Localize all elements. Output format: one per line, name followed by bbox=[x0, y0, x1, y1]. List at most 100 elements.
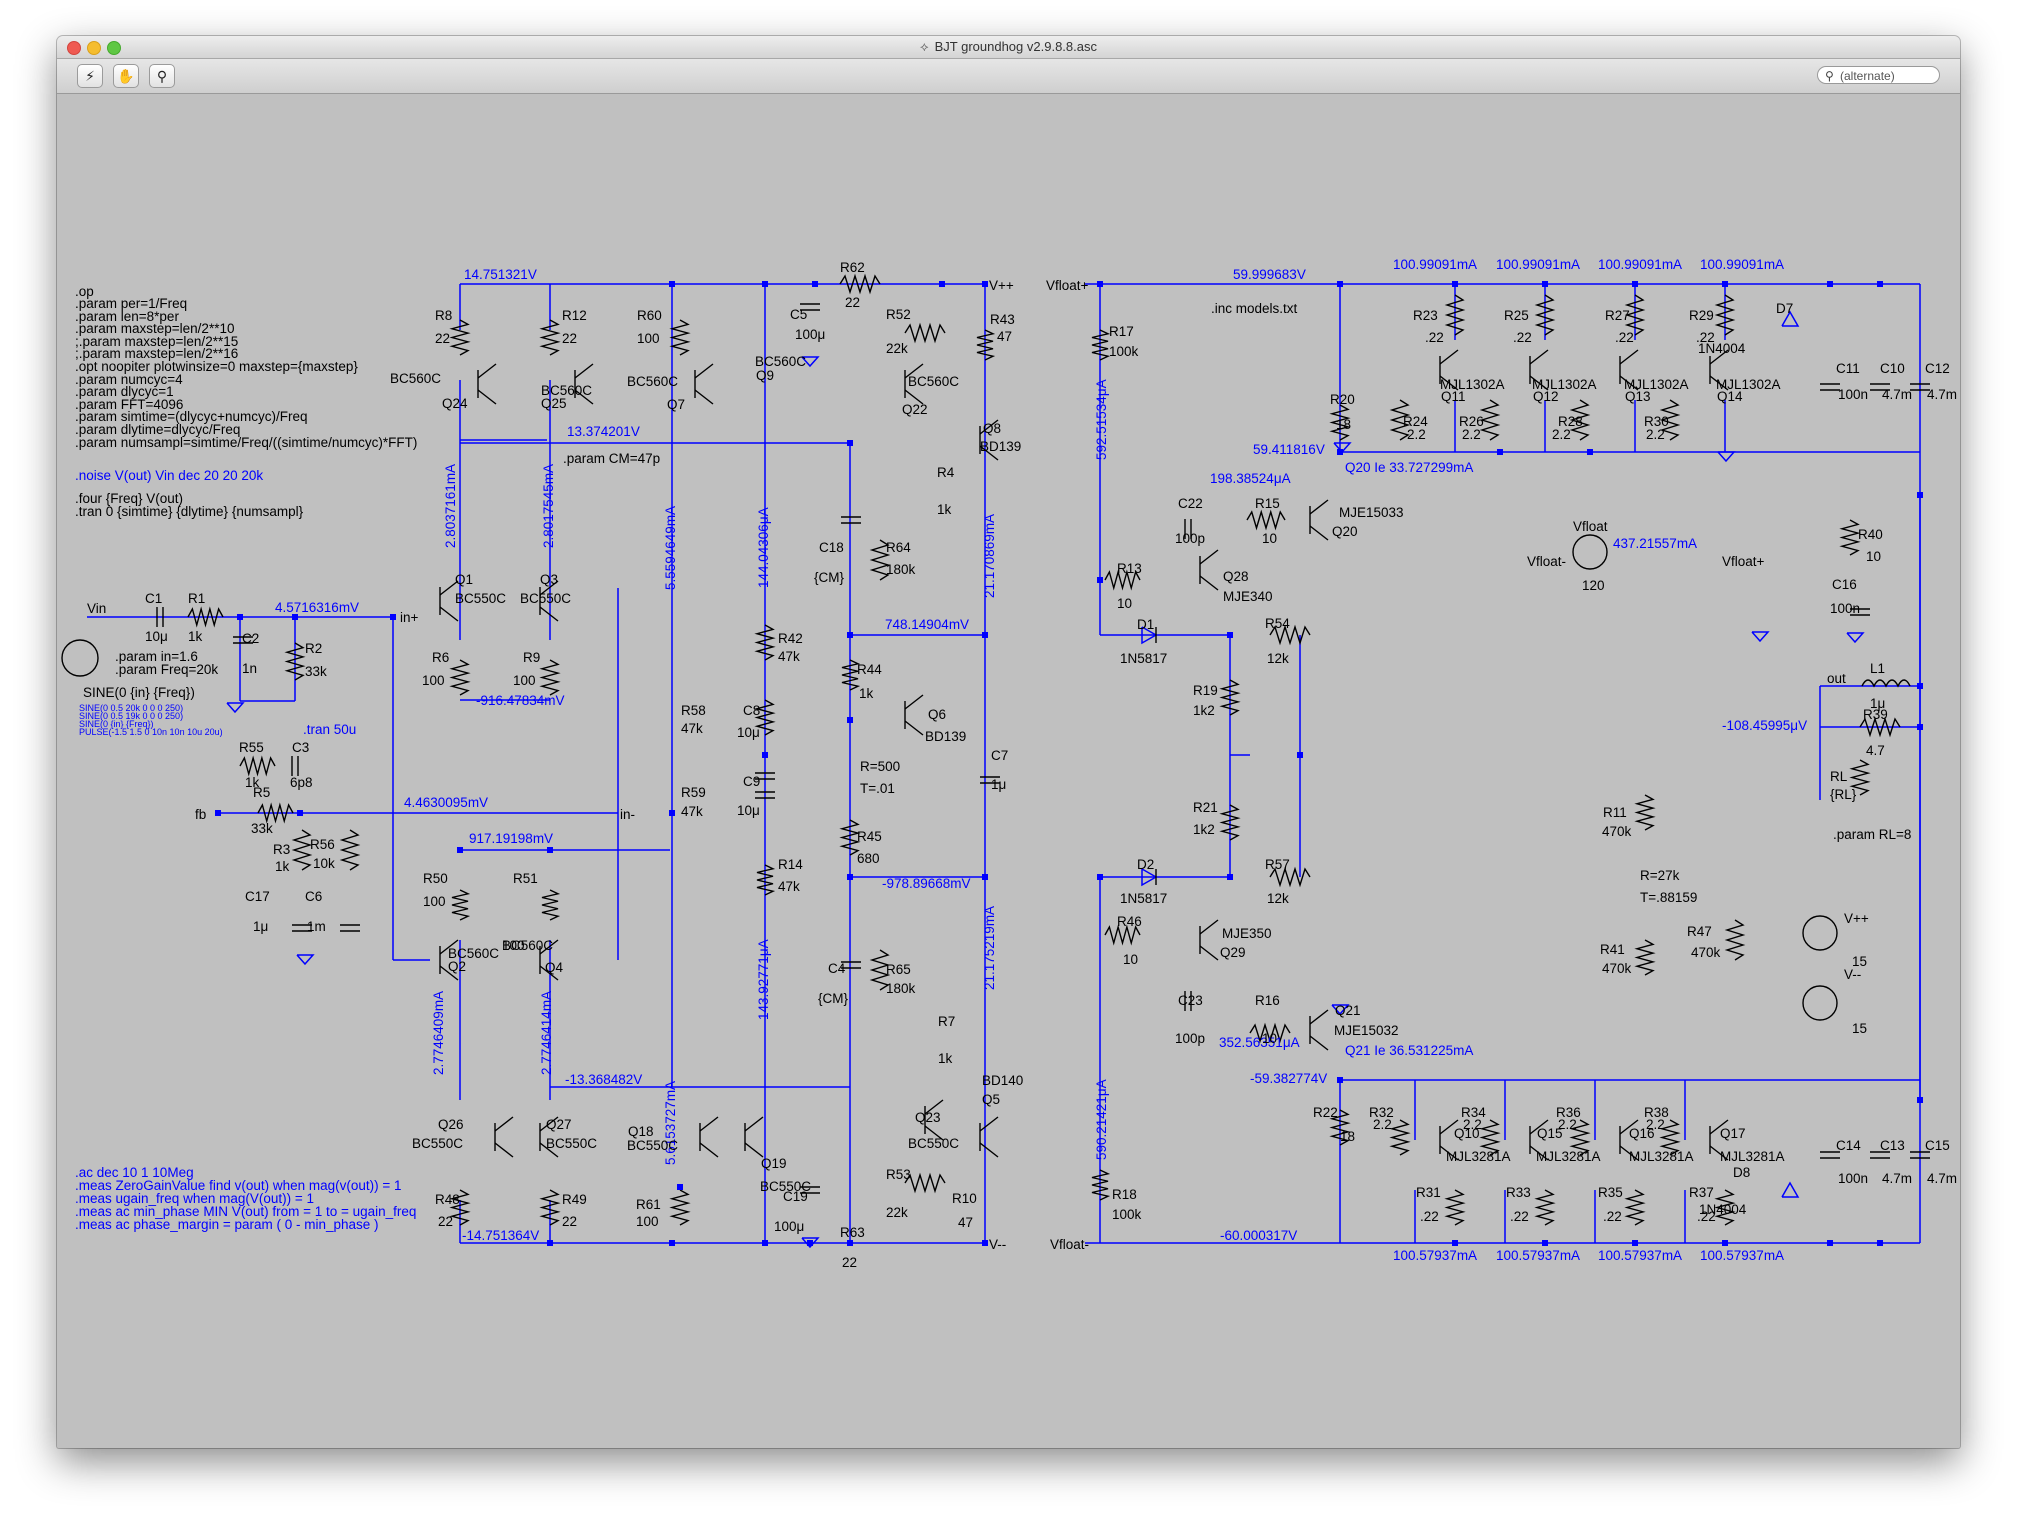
close-window-button[interactable] bbox=[67, 41, 81, 55]
part-label: 100n bbox=[1830, 601, 1861, 616]
part-label: R48 bbox=[435, 1192, 460, 1207]
part-label: 10μ bbox=[737, 803, 760, 818]
part-label: 2.2 bbox=[1558, 1117, 1577, 1132]
node-voltage: 917.19198mV bbox=[469, 831, 554, 846]
part-label: 15 bbox=[1852, 954, 1868, 969]
part-label: 1k bbox=[859, 686, 874, 701]
minimize-window-button[interactable] bbox=[87, 41, 101, 55]
part-label: Q1 bbox=[455, 572, 474, 587]
part-label: BD139 bbox=[925, 729, 967, 744]
branch-current: 437.21557mA bbox=[1613, 536, 1698, 551]
part-label: C1 bbox=[145, 591, 163, 606]
branch-current: 2.8017545mA bbox=[541, 463, 556, 548]
part-label: 22 bbox=[562, 331, 578, 346]
part-label: 1k2 bbox=[1193, 703, 1215, 718]
part-label: Q3 bbox=[540, 572, 559, 587]
part-label: .22 bbox=[1697, 1209, 1716, 1224]
branch-current: 590.21421μA bbox=[1094, 1079, 1109, 1160]
part-label: BC560C bbox=[755, 354, 807, 369]
part-label: C9 bbox=[743, 774, 761, 789]
branch-current: 352.56351μA bbox=[1219, 1035, 1300, 1050]
part-label: V-- bbox=[1844, 967, 1862, 982]
part-label: T=.01 bbox=[860, 781, 895, 796]
part-label: MJE15033 bbox=[1339, 505, 1404, 520]
part-label: C23 bbox=[1178, 993, 1203, 1008]
part-label: Q14 bbox=[1717, 389, 1743, 404]
part-label: R43 bbox=[990, 312, 1015, 327]
part-label: {CM} bbox=[818, 991, 849, 1006]
part-label: 1k bbox=[937, 502, 952, 517]
part-label: C7 bbox=[991, 748, 1009, 763]
part-label: R31 bbox=[1416, 1185, 1441, 1200]
zoom-window-button[interactable] bbox=[107, 41, 121, 55]
branch-current: 100.57937mA bbox=[1598, 1248, 1683, 1263]
part-label: V++ bbox=[989, 278, 1014, 293]
part-label: R=27k bbox=[1640, 868, 1680, 883]
part-label: Q18 bbox=[628, 1124, 654, 1139]
part-label: 1n bbox=[242, 661, 258, 676]
part-label: BC550C bbox=[520, 591, 572, 606]
part-label: Q7 bbox=[667, 397, 686, 412]
part-label: 47k bbox=[681, 721, 703, 736]
part-label: 10 bbox=[1123, 952, 1139, 967]
part-label: C14 bbox=[1836, 1138, 1861, 1153]
part-label: C4 bbox=[828, 961, 846, 976]
part-label: BC560C bbox=[541, 383, 593, 398]
part-label: MJE340 bbox=[1223, 589, 1273, 604]
part-label: BC550C bbox=[760, 1179, 812, 1194]
document-icon: ⟡ bbox=[920, 39, 929, 54]
part-label: MJL1302A bbox=[1624, 377, 1689, 392]
param-directive: .param per=1/Freq bbox=[75, 296, 188, 311]
part-label: 22 bbox=[435, 331, 451, 346]
part-label: R58 bbox=[681, 703, 706, 718]
param-directive: .param dlycyc=1 bbox=[75, 384, 174, 400]
part-label: 18 bbox=[1336, 417, 1352, 432]
branch-current: 144.04306μA bbox=[756, 507, 771, 588]
part-label: R6 bbox=[432, 650, 450, 665]
part-label: R52 bbox=[886, 307, 911, 322]
branch-current: 198.38524μA bbox=[1210, 471, 1291, 486]
pan-button[interactable]: ✋ bbox=[113, 64, 139, 88]
search-field[interactable]: ⚲(alternate) bbox=[1817, 66, 1940, 84]
transistor-current: Q20 Ie 33.727299mA bbox=[1345, 460, 1474, 475]
part-label: C19 bbox=[783, 1189, 808, 1204]
part-label: 10 bbox=[1866, 549, 1882, 564]
part-label: 12k bbox=[1267, 651, 1289, 666]
part-label: Q29 bbox=[1220, 945, 1246, 960]
part-label: R10 bbox=[952, 1191, 977, 1206]
part-label: Q21 bbox=[1335, 1003, 1361, 1018]
node-voltage: 4.4630095mV bbox=[404, 795, 489, 810]
part-label: R63 bbox=[840, 1225, 865, 1240]
part-label: 47 bbox=[958, 1215, 974, 1230]
hand-icon: ✋ bbox=[117, 68, 135, 84]
part-label: R30 bbox=[1644, 414, 1669, 429]
branch-current: 21.170869mA bbox=[982, 513, 997, 598]
part-label: Q6 bbox=[928, 707, 947, 722]
part-label: 100 bbox=[422, 673, 445, 688]
part-label: BC550C bbox=[546, 1136, 598, 1151]
part-label: 100 bbox=[513, 673, 536, 688]
tran50-directive: .tran 50u bbox=[303, 722, 357, 737]
source-alt: PULSE(-1.5 1.5 0 10n 10n 10u 20u) bbox=[79, 727, 223, 737]
part-label: Q20 bbox=[1332, 524, 1358, 539]
probe-button[interactable]: ⚲ bbox=[149, 64, 175, 88]
part-label: 180k bbox=[886, 981, 916, 996]
part-label: .22 bbox=[1425, 330, 1444, 345]
node-voltage: 59.411816V bbox=[1253, 442, 1325, 457]
part-label: D7 bbox=[1776, 301, 1794, 316]
branch-current: 100.99091mA bbox=[1393, 257, 1478, 272]
branch-current: 2.7746409mA bbox=[431, 990, 446, 1075]
run-button[interactable]: ⚡ bbox=[77, 64, 103, 88]
schematic-canvas[interactable]: .op.param per=1/Freq.param len=8*per.par… bbox=[57, 94, 1960, 1448]
part-label: 22k bbox=[886, 341, 908, 356]
part-label: 1N4004 bbox=[1699, 1202, 1747, 1217]
schematic-wires bbox=[61, 273, 1930, 1249]
part-label: Q17 bbox=[1720, 1126, 1746, 1141]
part-label: Q26 bbox=[438, 1117, 464, 1132]
branch-current: 143.92771μA bbox=[756, 939, 771, 1020]
part-label: C10 bbox=[1880, 361, 1905, 376]
part-label: 100 bbox=[423, 894, 446, 909]
part-label: Q22 bbox=[902, 402, 928, 417]
part-label: 47 bbox=[997, 329, 1013, 344]
part-label: R8 bbox=[435, 308, 453, 323]
